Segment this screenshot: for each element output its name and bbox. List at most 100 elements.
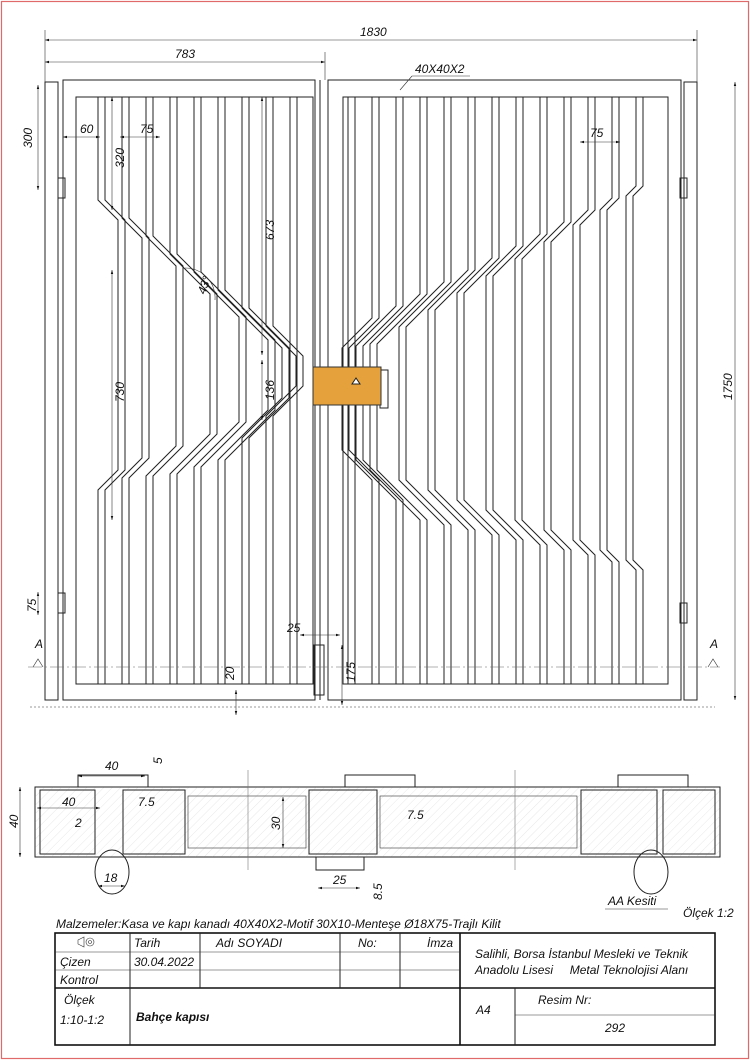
- motif-bar: [485, 97, 517, 684]
- motif-bar: [514, 97, 541, 684]
- lock-body: [312, 366, 382, 406]
- section-mark-right: A: [709, 637, 718, 651]
- drawing-no: 292: [604, 1021, 625, 1035]
- motif-bar: [145, 97, 177, 684]
- scale-value: 1:10-1:2: [60, 1013, 104, 1027]
- motif-bar: [550, 97, 572, 684]
- hinge-icon: [679, 177, 688, 199]
- dim-center-segment: 136: [263, 380, 277, 400]
- dim-bar-spacing-left: 75: [140, 122, 154, 136]
- row-date: 30.04.2022: [134, 955, 194, 969]
- row-role: Kontrol: [60, 973, 98, 987]
- dim-bar-spacing-right: 75: [590, 126, 604, 140]
- left-leaf-frame: [62, 79, 316, 701]
- dim-frame-gap: 60: [80, 122, 94, 136]
- motif-bar: [128, 97, 150, 684]
- motif-bar: [121, 97, 143, 684]
- hinge-icon: [57, 592, 66, 614]
- hinge-pin: [633, 849, 669, 895]
- dim-wall: 2: [74, 816, 82, 830]
- motif-bar: [176, 97, 218, 684]
- motif-bar: [405, 97, 452, 684]
- dim-hinge-dia: 18: [104, 871, 118, 885]
- dim-profile-width: 40: [62, 795, 76, 809]
- header-signature: İmza: [427, 936, 453, 950]
- motif-bar: [427, 97, 469, 684]
- motif-bar: [104, 97, 126, 684]
- motif-bar: [572, 97, 589, 684]
- paper-size: A4: [475, 1003, 491, 1017]
- motif-bar: [369, 97, 421, 684]
- motif-bar: [543, 97, 565, 684]
- header-date: Tarih: [134, 936, 161, 950]
- profile-square: [39, 789, 96, 855]
- motif-bar: [217, 97, 269, 684]
- title-block: Malzemeler:Kasa ve kapı kanadı 40X40X2-M…: [54, 917, 716, 1046]
- header-name: Adı SOYADI: [215, 936, 283, 950]
- school-line1: Salihli, Borsa İstanbul Mesleki ve Tekni…: [475, 947, 689, 961]
- hinge-icon: [57, 177, 66, 199]
- profile-squares: [39, 789, 716, 855]
- dim-hinge-top: 300: [21, 128, 35, 148]
- left-post: [44, 81, 59, 701]
- motif-bar: [456, 97, 493, 684]
- motif-bar: [463, 97, 500, 684]
- motif-bar: [152, 97, 184, 684]
- dim-plate-thickness: 5: [151, 757, 165, 764]
- dim-latch-offset: 8.5: [371, 883, 385, 900]
- profile-square: [580, 789, 658, 855]
- dim-angle: 43°: [195, 274, 214, 296]
- motif-bar: [193, 97, 240, 684]
- row-role: Çizen: [60, 955, 91, 969]
- profile-label: 40X40X2: [415, 62, 465, 76]
- school-line2: Anadolu Lisesi Metal Teknolojisi Alanı: [474, 963, 688, 977]
- dim-middle-segment: 673: [263, 220, 277, 240]
- motif-bars: [97, 97, 644, 684]
- right-post: [683, 81, 698, 701]
- section-scale: Ölçek 1:2: [683, 906, 734, 920]
- motif-bar: [97, 97, 119, 684]
- warning-icon: [351, 377, 361, 385]
- dim-hinge-bottom: 75: [25, 598, 39, 612]
- section-view: 40 5 40 7.5 2 40 30 7.5 18 " 25 8.5 AA K…: [7, 757, 734, 920]
- motif-bar: [272, 97, 304, 684]
- first-angle-projection-icon: [77, 936, 95, 948]
- hinge-plate: [617, 774, 689, 788]
- motif-bar: [492, 97, 524, 684]
- dim-profile-width-top: 40: [105, 759, 119, 773]
- hinge-icon: [679, 602, 688, 624]
- dim-bolt-width: 25: [286, 621, 301, 635]
- dim-leaf-width: 783: [175, 47, 195, 61]
- motif-bar: [224, 97, 276, 684]
- hinge-plate: [77, 774, 149, 788]
- dim-overall-height: 1750: [721, 373, 735, 400]
- profile-square: [122, 789, 186, 855]
- motif-bar: [265, 97, 297, 684]
- latch: [315, 856, 365, 871]
- motif-bar: [248, 97, 290, 684]
- motif-bar: [434, 97, 476, 684]
- section-mark-left: A: [34, 637, 43, 651]
- motif-bar: [579, 97, 596, 684]
- drawing-title: Bahçe kapısı: [136, 1010, 210, 1024]
- profile-square: [662, 789, 716, 855]
- motif-bar: [632, 97, 644, 684]
- dim-height: 40: [7, 814, 21, 828]
- motif-bar: [599, 97, 613, 684]
- front-view: A A 1830 783 40X40X2 300 60 75 75 320 67…: [21, 25, 737, 715]
- motif-bar: [200, 97, 247, 684]
- dim-long-segment: 730: [113, 382, 127, 402]
- section-title: AA Kesiti: [607, 894, 657, 908]
- dim-ground-gap: 20: [223, 666, 237, 681]
- motif-bar: [625, 97, 637, 684]
- scale-label: Ölçek: [64, 993, 96, 1007]
- dim-top-segment: 320: [113, 148, 127, 168]
- dim-gap: 7.5: [138, 795, 155, 809]
- materials-list: Malzemeler:Kasa ve kapı kanadı 40X40X2-M…: [56, 917, 501, 931]
- motif-bar: [169, 97, 211, 684]
- profile-square: [308, 789, 378, 855]
- lock-plate-section: [344, 774, 416, 788]
- motif-bar: [376, 97, 428, 684]
